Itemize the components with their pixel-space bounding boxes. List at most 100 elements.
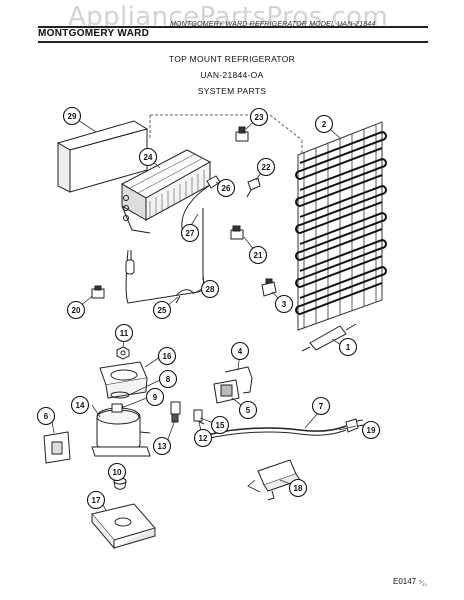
callout-circle xyxy=(152,300,172,320)
callout-number: 25 xyxy=(158,306,167,315)
callout-circle xyxy=(180,223,200,243)
callout-10: 10 xyxy=(107,462,127,482)
callout-number: 27 xyxy=(186,229,195,238)
callout-number: 13 xyxy=(158,442,167,451)
callout-circle xyxy=(86,490,106,510)
clip-20 xyxy=(91,285,105,299)
cover xyxy=(43,431,71,464)
callout-29: 29 xyxy=(62,106,82,126)
callout-2: 2 xyxy=(314,114,334,134)
nut xyxy=(116,346,130,360)
callout-5: 5 xyxy=(238,400,258,420)
callout-17: 17 xyxy=(86,490,106,510)
callout-circle xyxy=(314,114,334,134)
callout-23: 23 xyxy=(249,107,269,127)
callout-number: 2 xyxy=(322,120,327,129)
callout-number: 17 xyxy=(92,496,101,505)
callout-number: 23 xyxy=(255,113,264,122)
callout-number: 9 xyxy=(153,393,158,402)
callout-16: 16 xyxy=(157,346,177,366)
callout-4: 4 xyxy=(230,341,250,361)
callout-number: 22 xyxy=(262,163,271,172)
clip-23 xyxy=(235,126,249,142)
callout-circle xyxy=(216,178,236,198)
callout-circle xyxy=(62,106,82,126)
callout-circle xyxy=(256,157,276,177)
callout-number: 26 xyxy=(222,184,231,193)
callout-1: 1 xyxy=(338,337,358,357)
callout-number: 28 xyxy=(206,285,215,294)
callout-circle xyxy=(145,387,165,407)
diagram-reference: E0147 xyxy=(393,577,417,586)
title-product: TOP MOUNT REFRIGERATOR xyxy=(168,54,296,64)
callout-7: 7 xyxy=(311,396,331,416)
callout-number: 21 xyxy=(254,251,263,260)
callout-circle xyxy=(138,147,158,167)
callout-circle xyxy=(158,369,178,389)
callout-number: 14 xyxy=(76,401,85,410)
callout-11: 11 xyxy=(114,323,134,343)
callout-number: 18 xyxy=(294,484,303,493)
capacitor xyxy=(247,459,301,501)
callout-9: 9 xyxy=(145,387,165,407)
drain-pan xyxy=(99,361,148,399)
callout-12: 12 xyxy=(193,428,213,448)
header-model: MONTGOMERY WARD REFRIGERATOR MODEL UAN-2… xyxy=(170,21,376,28)
callout-number: 19 xyxy=(367,426,376,435)
callout-circle xyxy=(248,245,268,265)
header-top-rule xyxy=(38,26,428,28)
callout-circle xyxy=(70,395,90,415)
callout-number: 11 xyxy=(120,329,129,338)
callout-number: 29 xyxy=(68,112,77,121)
callout-18: 18 xyxy=(288,478,308,498)
callout-circle xyxy=(107,462,127,482)
callout-number: 10 xyxy=(113,468,122,477)
overload-bracket xyxy=(224,366,253,394)
callout-number: 24 xyxy=(144,153,153,162)
callout-number: 12 xyxy=(199,434,208,443)
callout-13: 13 xyxy=(152,436,172,456)
callout-19: 19 xyxy=(361,420,381,440)
clip-22 xyxy=(246,177,261,198)
drier xyxy=(301,323,357,352)
compressor xyxy=(91,403,151,457)
callout-circle xyxy=(230,341,250,361)
callout-14: 14 xyxy=(70,395,90,415)
relay-overload xyxy=(213,379,240,404)
callout-circle xyxy=(238,400,258,420)
callout-27: 27 xyxy=(180,223,200,243)
callout-circle xyxy=(311,396,331,416)
callout-3: 3 xyxy=(274,294,294,314)
callout-28: 28 xyxy=(200,279,220,299)
callout-15: 15 xyxy=(210,415,230,435)
screw-15 xyxy=(193,409,205,425)
clip-21 xyxy=(230,225,244,240)
insulation-pad xyxy=(56,120,149,193)
callout-circle xyxy=(338,337,358,357)
callout-circle xyxy=(274,294,294,314)
callout-circle xyxy=(249,107,269,127)
callout-6: 6 xyxy=(36,406,56,426)
callout-20: 20 xyxy=(66,300,86,320)
condenser-coil xyxy=(295,121,387,331)
callout-number: 6 xyxy=(44,412,49,421)
callout-circle xyxy=(114,323,134,343)
clamp xyxy=(175,289,195,304)
callout-circle xyxy=(361,420,381,440)
callout-circle xyxy=(152,436,172,456)
title-section: SYSTEM PARTS xyxy=(197,86,267,96)
callout-layer: 1234567891011121314151617181920212223242… xyxy=(36,106,381,510)
callout-21: 21 xyxy=(248,245,268,265)
header-bottom-rule xyxy=(38,41,428,43)
callout-circle xyxy=(66,300,86,320)
callout-number: 7 xyxy=(319,402,324,411)
callout-number: 4 xyxy=(238,347,243,356)
callout-number: 8 xyxy=(166,375,171,384)
compressor-base xyxy=(91,503,156,550)
callout-circle xyxy=(36,406,56,426)
callout-circle xyxy=(210,415,230,435)
callout-8: 8 xyxy=(158,369,178,389)
terminal-connector xyxy=(170,401,181,423)
callout-number: 16 xyxy=(163,352,172,361)
